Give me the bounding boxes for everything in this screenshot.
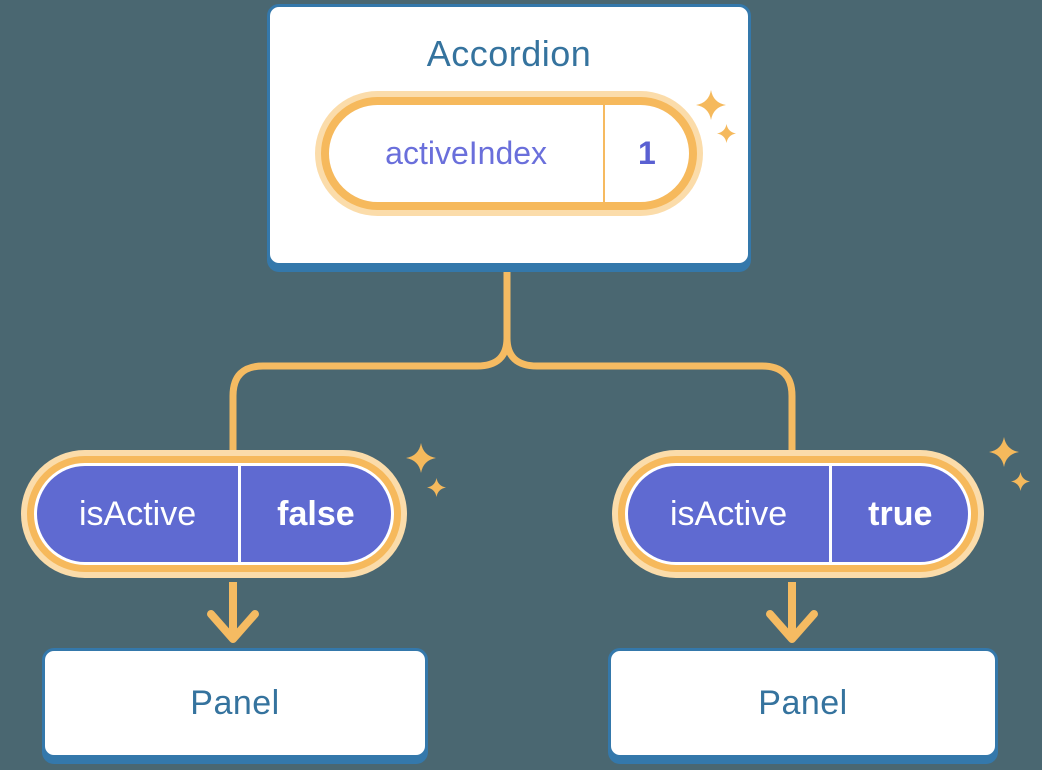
- state-name-label: activeIndex: [385, 135, 548, 171]
- prop-pill-left: isActive false: [21, 450, 407, 578]
- sparkle-icon: [1011, 472, 1030, 491]
- accordion-component-card: Accordion activeIndex 1: [267, 4, 751, 266]
- sparkle-icon: [989, 437, 1019, 467]
- prop-name-label-left: isActive: [79, 494, 197, 533]
- connector-left-branch: [229, 262, 511, 460]
- prop-name-label-right: isActive: [670, 494, 788, 533]
- sparkle-icon: [406, 443, 436, 473]
- panel-component-card-left: Panel: [42, 648, 428, 758]
- arrow-right-head-icon: [766, 610, 818, 643]
- prop-pill-divider-left: [238, 466, 242, 562]
- state-pill-divider: [603, 105, 606, 202]
- state-pill: activeIndex 1: [315, 91, 703, 216]
- sparkle-icon: [717, 124, 736, 143]
- sparkle-icon: [696, 90, 726, 120]
- state-value: 1: [638, 135, 656, 171]
- prop-pill-divider-right: [829, 466, 833, 562]
- arrow-left-head-icon: [207, 610, 259, 643]
- prop-value-right: true: [868, 494, 933, 533]
- connector-right-branch: [503, 262, 796, 460]
- panel-title-right: Panel: [758, 683, 848, 722]
- accordion-title: Accordion: [426, 33, 592, 74]
- panel-component-card-right: Panel: [608, 648, 998, 758]
- prop-pill-right: isActive true: [612, 450, 985, 578]
- prop-value-left: false: [277, 494, 355, 533]
- panel-title-left: Panel: [190, 683, 280, 722]
- sparkle-icon: [427, 478, 446, 497]
